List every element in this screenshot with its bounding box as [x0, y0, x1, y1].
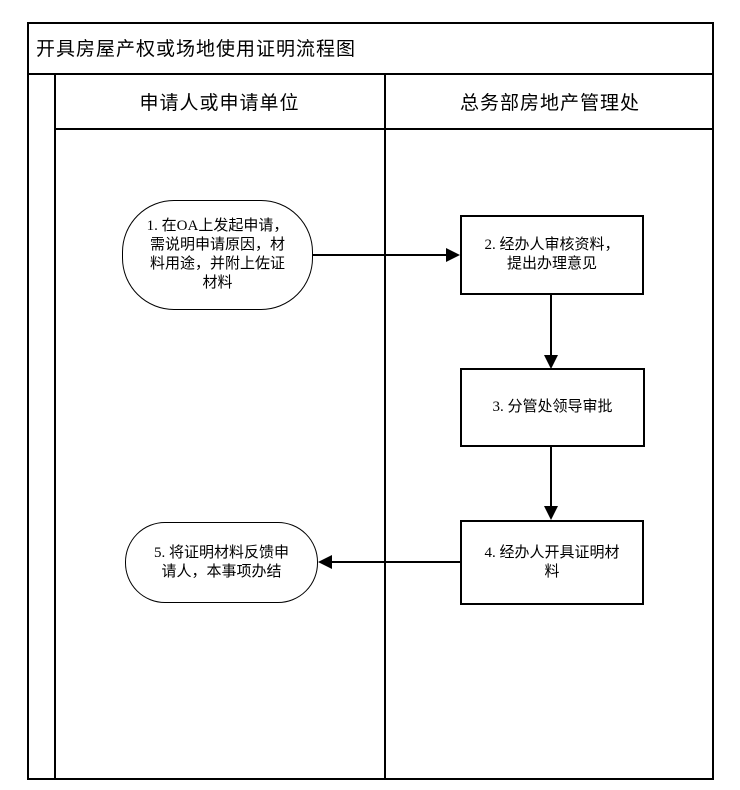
- arrow-1-to-2-head-icon: [446, 248, 460, 262]
- table-outer-border: [27, 22, 714, 780]
- narrow-column-divider: [54, 73, 56, 780]
- header-row-divider: [54, 128, 714, 130]
- arrow-3-to-4-line: [550, 447, 552, 507]
- lane-header-realestate-office: 总务部房地产管理处: [459, 93, 640, 114]
- arrow-3-to-4-head-icon: [544, 506, 558, 520]
- arrow-2-to-3-head-icon: [544, 355, 558, 369]
- page-title: 开具房屋产权或场地使用证明流程图: [36, 39, 357, 60]
- node-1-start-terminator: 1. 在OA上发起申请， 需说明申请原因，材 料用途，并附上佐证 材料: [122, 200, 313, 310]
- node-5-text: 5. 将证明材料反馈申 请人，本事项办结: [153, 544, 289, 580]
- title-row-divider: [27, 73, 714, 75]
- arrow-1-to-2-line: [313, 254, 447, 256]
- node-2-text: 2. 经办人审核资料， 提出办理意见: [484, 237, 620, 272]
- lane-header-applicant: 申请人或申请单位: [139, 93, 300, 114]
- arrow-4-to-5-line: [332, 561, 460, 563]
- node-2-process: 2. 经办人审核资料， 提出办理意见: [460, 215, 644, 295]
- node-3-text: 3. 分管处领导审批: [492, 399, 613, 415]
- arrow-4-to-5-head-icon: [318, 555, 332, 569]
- node-3-process: 3. 分管处领导审批: [460, 368, 645, 447]
- node-5-end-terminator: 5. 将证明材料反馈申 请人，本事项办结: [125, 522, 318, 603]
- arrow-2-to-3-line: [550, 295, 552, 356]
- node-4-text: 4. 经办人开具证明材 料: [484, 544, 620, 580]
- lane-divider: [384, 73, 386, 780]
- node-4-process: 4. 经办人开具证明材 料: [460, 520, 644, 605]
- node-1-text: 1. 在OA上发起申请， 需说明申请原因，材 料用途，并附上佐证 材料: [146, 218, 289, 291]
